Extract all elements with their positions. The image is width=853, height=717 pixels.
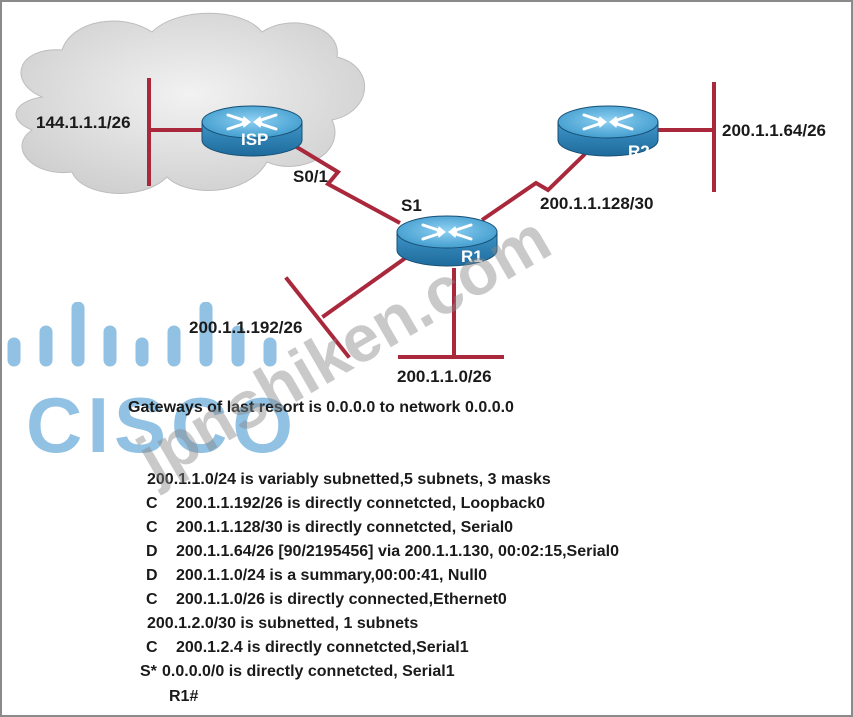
route-text: 200.1.1.128/30 is directly connetcted, S… xyxy=(176,519,514,536)
route-code: C xyxy=(146,519,158,536)
r1-loopback-lan-segment xyxy=(284,256,407,359)
r2-router-name: R2 xyxy=(628,142,650,161)
r1-ethernet-lan-label: 200.1.1.0/26 xyxy=(397,367,492,386)
route-code: C xyxy=(146,639,158,656)
route-text: 200.1.1.64/26 [90/2195456] via 200.1.1.1… xyxy=(176,543,620,560)
route-text: 200.1.1.0/26 is directly connected,Ether… xyxy=(176,591,507,608)
r2-lan-label: 200.1.1.64/26 xyxy=(722,121,826,140)
route-text: 200.1.2.4 is directly connetcted,Serial1 xyxy=(176,639,469,656)
route-text: 0.0.0.0/0 is directly connetcted, Serial… xyxy=(162,663,455,680)
r1-r2-link-label: 200.1.1.128/30 xyxy=(540,194,654,213)
route-text: 200.1.1.0/24 is a summary,00:00:41, Null… xyxy=(176,567,488,584)
isp-r1-serial-link xyxy=(283,138,401,225)
r2-lan-segment xyxy=(650,82,716,192)
route-entry: C 200.1.2.4 is directly connetcted,Serial… xyxy=(146,640,469,656)
route-code: C xyxy=(146,591,158,608)
route-entry: C 200.1.1.192/26 is directly connetcted, … xyxy=(146,496,545,512)
r1-ethernet-lan-segment xyxy=(398,268,504,359)
subnet-header-line: 200.1.2.0/30 is subnetted, 1 subnets xyxy=(147,615,419,632)
route-entry: S* 0.0.0.0/0 is directly connetcted, Seri… xyxy=(140,664,455,680)
gateway-of-last-resort-line: Gateways of last resort is 0.0.0.0 to ne… xyxy=(128,399,514,416)
route-code: S* xyxy=(140,663,157,680)
isp-router-name: ISP xyxy=(241,130,269,149)
r1-router-name: R1 xyxy=(461,247,483,266)
isp-serial-label: S0/1 xyxy=(293,167,328,186)
isp-lan-label: 144.1.1.1/26 xyxy=(36,113,131,132)
subnet-header-line: 200.1.1.0/24 is variably subnetted,5 sub… xyxy=(147,471,551,488)
route-entry: D 200.1.1.0/24 is a summary,00:00:41, Nul… xyxy=(146,568,487,584)
r1-serial-label: S1 xyxy=(401,196,422,215)
route-entry: C 200.1.1.128/30 is directly connetcted, … xyxy=(146,520,513,536)
r1-loopback-lan-label: 200.1.1.192/26 xyxy=(189,318,303,337)
route-entry: C 200.1.1.0/26 is directly connected,Ethe… xyxy=(146,592,507,608)
route-code: D xyxy=(146,543,158,560)
route-code: C xyxy=(146,495,158,512)
route-entry: D 200.1.1.64/26 [90/2195456] via 200.1.1.… xyxy=(146,544,619,560)
r1-r2-serial-link xyxy=(480,152,587,222)
route-code: D xyxy=(146,567,158,584)
cli-prompt: R1# xyxy=(169,688,199,705)
route-text: 200.1.1.192/26 is directly connetcted, L… xyxy=(176,495,546,512)
